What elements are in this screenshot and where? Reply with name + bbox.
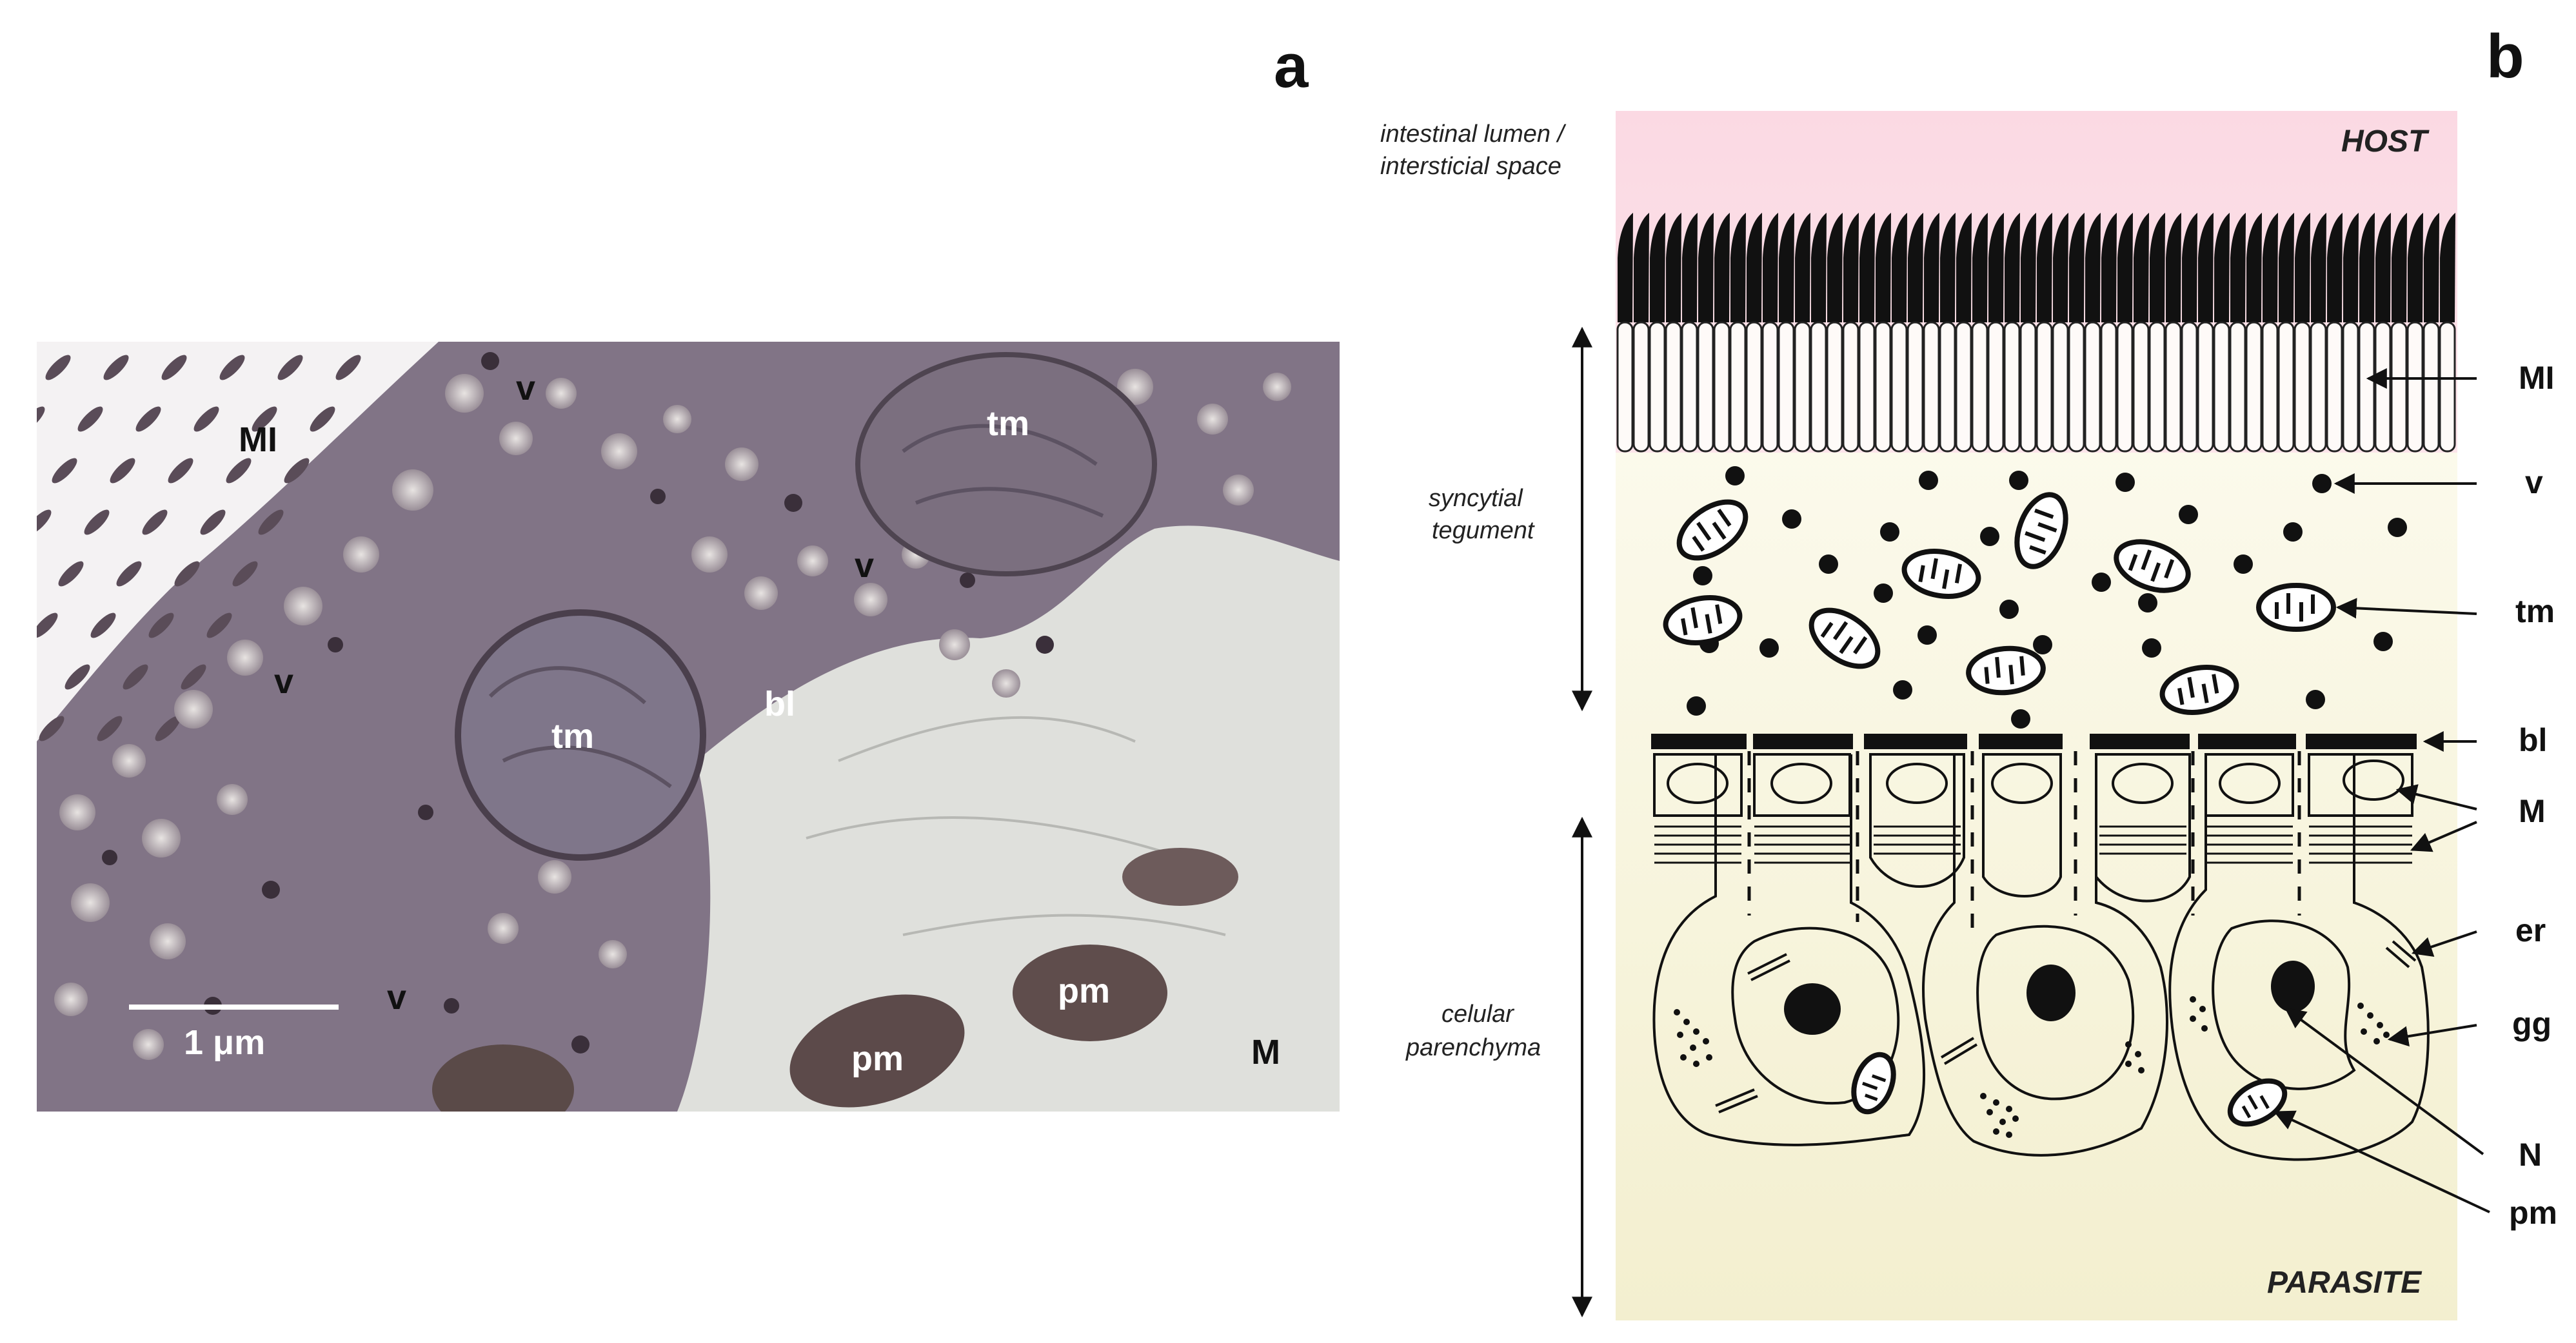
micro-label-pm1: pm bbox=[1058, 972, 1110, 1010]
callout-N: N bbox=[2519, 1137, 2542, 1173]
tegument-mitochondrion-2 bbox=[855, 352, 1157, 576]
cyton-mitochondria bbox=[1851, 1052, 2288, 1127]
micrograph bbox=[37, 342, 1340, 1112]
dark-granules bbox=[102, 352, 1054, 1054]
micro-label-v2: v bbox=[855, 546, 874, 585]
scale-bar-label: 1 μm bbox=[184, 1023, 265, 1062]
er-lines bbox=[1715, 940, 2417, 1113]
host-label: HOST bbox=[2341, 124, 2430, 159]
side-label-parenchyma-1: celular bbox=[1442, 1001, 1514, 1028]
golgi-dots bbox=[1674, 996, 2390, 1138]
callout-bl: bl bbox=[2519, 722, 2547, 758]
micro-label-MI: MI bbox=[239, 420, 277, 459]
panel-a-letter: a bbox=[1274, 32, 1309, 101]
muscle-striations bbox=[1654, 825, 2412, 864]
microvilli-streaks bbox=[37, 355, 361, 745]
tegument-mitochondria bbox=[1663, 492, 2336, 715]
microvilli-area bbox=[37, 342, 439, 741]
tegumental-cytons bbox=[1652, 754, 2430, 1161]
extracellular-matrix bbox=[677, 525, 1340, 1112]
micro-label-tm2: tm bbox=[551, 717, 594, 756]
side-label-lumen-2: intersticial space bbox=[1380, 153, 1561, 180]
tegument-mitochondrion-1 bbox=[455, 609, 706, 861]
parenchyma-mitochondrion-1 bbox=[789, 994, 965, 1108]
parasite-label: PARASITE bbox=[2267, 1266, 2422, 1300]
micro-label-v4: v bbox=[387, 978, 406, 1017]
callout-v: v bbox=[2525, 464, 2543, 500]
micro-label-bl: bl bbox=[764, 685, 795, 723]
micro-label-tm1: tm bbox=[987, 404, 1029, 443]
side-label-parenchyma-2: parenchyma bbox=[1405, 1034, 1541, 1061]
muscle-cells bbox=[1653, 753, 2413, 903]
basal-lamina bbox=[1651, 734, 2417, 749]
side-label-lumen-1: intestinal lumen / bbox=[1380, 121, 1567, 148]
parenchyma-mitochondrion-2 bbox=[1013, 945, 1167, 1041]
micro-label-M: M bbox=[1251, 1033, 1280, 1072]
side-label-tegument-1: syncytial bbox=[1429, 485, 1523, 512]
callout-arrows bbox=[2274, 368, 2490, 1213]
side-label-tegument-2: tegument bbox=[1432, 517, 1535, 544]
vesicles bbox=[54, 369, 1291, 1060]
callout-MI: MI bbox=[2519, 360, 2555, 396]
callout-pm: pm bbox=[2509, 1195, 2557, 1231]
micro-label-pm2: pm bbox=[851, 1039, 904, 1078]
micro-label-v3: v bbox=[274, 662, 293, 701]
schematic-microvilli bbox=[1616, 211, 2457, 453]
callout-gg: gg bbox=[2512, 1006, 2551, 1042]
callout-er: er bbox=[2515, 912, 2546, 948]
micro-label-v1: v bbox=[516, 369, 535, 407]
panel-b-letter: b bbox=[2486, 22, 2524, 91]
cytoplasmic-bridges bbox=[1747, 751, 2301, 928]
callout-M: M bbox=[2519, 793, 2546, 829]
callout-tm: tm bbox=[2515, 593, 2555, 629]
